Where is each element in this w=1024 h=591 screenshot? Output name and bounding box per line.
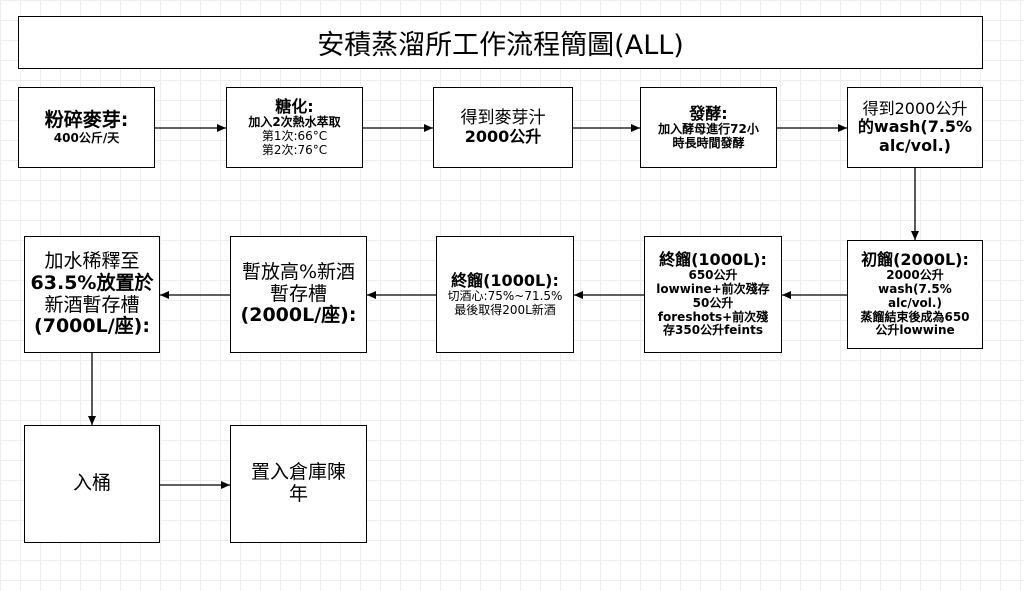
second-dist-a-line2: lowwine+前次殘存 [656, 282, 770, 296]
second-dist-b-line2: 最後取得200L新酒 [454, 302, 556, 317]
node-wort: 得到麥芽汁 2000公升 [433, 87, 573, 168]
warehouse-line1: 置入倉庫陳 [250, 461, 346, 484]
node-warehouse: 置入倉庫陳 年 [230, 425, 367, 543]
wash-line2: 的wash(7.5% [857, 117, 973, 137]
diagram-title: 安積蒸溜所工作流程簡圖(ALL) [18, 16, 983, 69]
node-ferment: 發酵: 加入酵母進行72小 時長時間發酵 [640, 87, 777, 168]
wort-line2: 2000公升 [464, 127, 542, 147]
second-dist-a-line3: 50公升 [692, 295, 734, 310]
node-cask: 入桶 [24, 425, 160, 543]
cask-label: 入桶 [72, 472, 111, 495]
second-dist-a-line4: foreshots+前次殘 [657, 309, 769, 324]
first-dist-main: 初餾(2000L): [861, 249, 969, 269]
temp-store-line3: (2000L/座): [240, 304, 357, 327]
node-first-distillation: 初餾(2000L): 2000公升 wash(7.5% alc/vol.) 蒸餾… [847, 240, 983, 349]
mash-line3: 第2次:76°C [261, 142, 328, 157]
second-dist-b-line1: 切酒心:75%~71.5% [447, 288, 563, 303]
second-dist-b-main: 終餾(1000L): [451, 270, 559, 290]
temp-store-line2: 暫存槽 [269, 282, 327, 305]
second-dist-a-main: 終餾(1000L): [659, 249, 767, 269]
wash-line3: alc/vol.) [879, 135, 951, 155]
mash-line1: 加入2次熱水萃取 [248, 115, 341, 129]
ferment-line2: 時長時間發酵 [672, 135, 745, 150]
mash-line2: 第1次:66°C [261, 128, 328, 143]
second-dist-a-line5: 存350公升feints [663, 323, 763, 338]
temp-store-line1: 暫放高%新酒 [241, 260, 356, 283]
first-dist-line2: wash(7.5% alc/vol.) [878, 282, 952, 310]
mill-sub: 400公斤/天 [53, 130, 120, 145]
mash-main: 糖化: [275, 96, 314, 116]
node-mill: 粉碎麥芽: 400公斤/天 [18, 87, 155, 168]
first-dist-line3: 蒸餾結束後成為650 [860, 309, 970, 324]
node-wash: 得到2000公升 的wash(7.5% alc/vol.) [847, 87, 983, 168]
dilute-line2: 63.5%放置於 [30, 271, 154, 294]
ferment-main: 發酵: [689, 103, 728, 123]
node-dilute: 加水稀釋至 63.5%放置於 新酒暫存槽 (7000L/座): [24, 236, 160, 353]
wort-line1: 得到麥芽汁 [460, 107, 546, 128]
second-dist-a-line1: 650公升 [688, 268, 738, 283]
dilute-line3: 新酒暫存槽 [44, 293, 140, 316]
node-second-distillation-a: 終餾(1000L): 650公升 lowwine+前次殘存 50公升 fores… [644, 236, 782, 353]
warehouse-line2: 年 [288, 483, 308, 505]
first-dist-line4: 公升lowwine [875, 323, 955, 338]
dilute-line1: 加水稀釋至 [44, 249, 140, 272]
dilute-line4: (7000L/座): [34, 315, 150, 338]
ferment-line1: 加入酵母進行72小 [658, 121, 759, 136]
mill-main: 粉碎麥芽: [44, 108, 129, 131]
node-mash: 糖化: 加入2次熱水萃取 第1次:66°C 第2次:76°C [226, 87, 363, 168]
wash-line1: 得到2000公升 [862, 98, 968, 118]
first-dist-line1: 2000公升 [886, 268, 944, 283]
node-second-distillation-b: 終餾(1000L): 切酒心:75%~71.5% 最後取得200L新酒 [436, 236, 574, 353]
node-temp-storage: 暫放高%新酒 暫存槽 (2000L/座): [230, 236, 367, 353]
